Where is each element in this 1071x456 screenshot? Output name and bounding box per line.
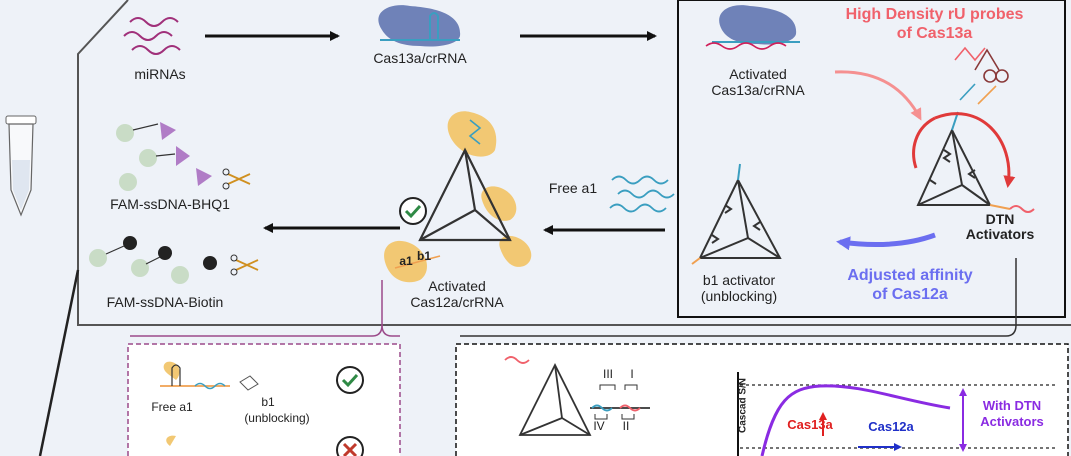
label-b1-activator-2: (unblocking) bbox=[700, 288, 778, 304]
label-activated-cas12a-1: Activated bbox=[428, 278, 486, 294]
plot-label-with-dtn-2: Activators bbox=[980, 414, 1044, 429]
inset-free-a1-icon bbox=[160, 361, 259, 391]
mirna-icon bbox=[123, 17, 181, 55]
plot-label-cas13a: Cas13a bbox=[787, 417, 833, 432]
label-roman-iii: III bbox=[602, 367, 613, 381]
label-fam-biotin: FAM-ssDNA-Biotin bbox=[106, 294, 224, 310]
label-adjusted-2: of Cas12a bbox=[872, 286, 948, 303]
inset-dtn-icon bbox=[504, 356, 650, 436]
plot-label-with-dtn-1: With DTN bbox=[982, 398, 1042, 413]
label-fam-bhq1: FAM-ssDNA-BHQ1 bbox=[110, 196, 230, 212]
plot-ylabel: Cascad S/N bbox=[737, 377, 749, 434]
label-a1: a1 bbox=[399, 254, 413, 268]
panel-frame bbox=[38, 0, 1071, 456]
label-roman-i: I bbox=[630, 367, 634, 381]
cascade-inset bbox=[455, 343, 1069, 456]
label-activated-cas13a-2: Cas13a/crRNA bbox=[711, 82, 805, 98]
inset-label-free-a1: Free a1 bbox=[151, 400, 193, 414]
label-cas13a-crrna: Cas13a/crRNA bbox=[373, 50, 467, 66]
label-mirnas: miRNAs bbox=[134, 66, 186, 82]
arrow-cycle-red-2 bbox=[912, 116, 936, 169]
ru-probes-icon bbox=[954, 46, 1009, 105]
activated-cas13a-icon bbox=[705, 5, 800, 50]
inset-label-b1: b1 bbox=[261, 395, 275, 409]
label-high-density-2: of Cas13a bbox=[896, 25, 973, 42]
inset-label-unblocking: (unblocking) bbox=[244, 411, 310, 425]
label-activated-cas12a-2: Cas12a/crRNA bbox=[410, 294, 504, 310]
label-high-density-1: High Density rU probes bbox=[845, 6, 1024, 23]
plot-label-cas12a: Cas12a bbox=[868, 419, 914, 434]
label-dtn-2: Activators bbox=[965, 226, 1035, 242]
sample-tube-icon bbox=[5, 115, 37, 217]
arrow-adjusted-affinity bbox=[836, 232, 936, 251]
check-icon bbox=[336, 366, 364, 394]
label-roman-iv: IV bbox=[593, 419, 605, 433]
label-roman-ii: II bbox=[622, 419, 630, 433]
label-b1: b1 bbox=[416, 249, 431, 263]
label-activated-cas13a-1: Activated bbox=[729, 66, 787, 82]
label-b1-activator-1: b1 activator bbox=[702, 272, 776, 288]
dtn-activator-icon bbox=[916, 111, 1035, 213]
b1-activator-icon bbox=[691, 163, 782, 265]
cas13a-activation-box bbox=[677, 0, 1066, 318]
free-a1-icon bbox=[609, 175, 675, 213]
fam-bhq1-reporter-icon bbox=[116, 122, 251, 191]
inset-connector-right bbox=[460, 258, 1017, 337]
label-free-a1: Free a1 bbox=[548, 180, 598, 196]
activated-cas12a-icon bbox=[384, 111, 532, 283]
arrow-cycle-red bbox=[934, 112, 1016, 188]
cascade-plot bbox=[737, 372, 1055, 456]
label-dtn-1: DTN bbox=[985, 211, 1015, 227]
fam-biotin-reporter-icon bbox=[89, 236, 259, 284]
arrow-activation-pink bbox=[834, 70, 922, 121]
label-adjusted-1: Adjusted affinity bbox=[847, 267, 973, 284]
cross-icon bbox=[336, 436, 364, 456]
cas13a-enzyme-icon bbox=[378, 5, 461, 47]
